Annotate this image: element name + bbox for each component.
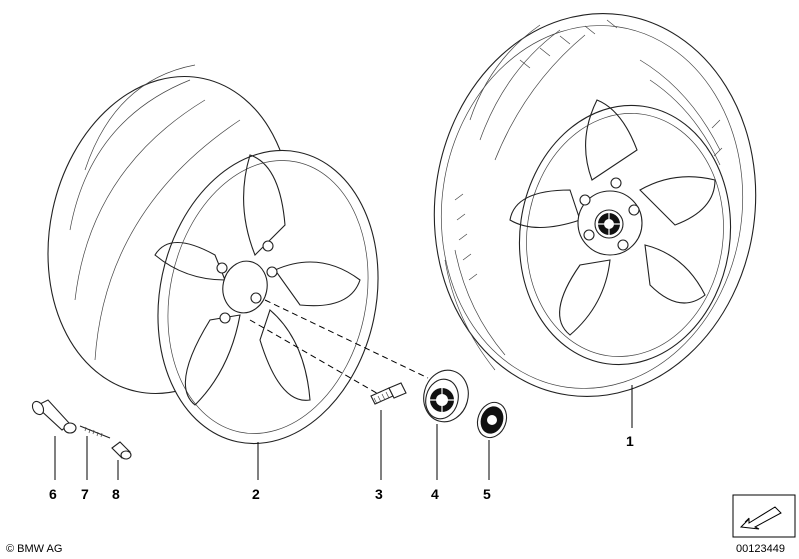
alloy-rim[interactable] bbox=[19, 54, 404, 465]
callout-6[interactable]: 6 bbox=[49, 486, 57, 502]
assembly-line-bolt bbox=[249, 319, 381, 396]
arrow-icon bbox=[744, 517, 750, 523]
callout-2[interactable]: 2 bbox=[252, 486, 260, 502]
hub-cap[interactable] bbox=[418, 365, 474, 427]
callout-1[interactable]: 1 bbox=[626, 433, 634, 449]
complete-wheel-assembly[interactable] bbox=[410, 0, 780, 417]
valve-insert[interactable] bbox=[79, 425, 111, 439]
callout-3[interactable]: 3 bbox=[375, 486, 383, 502]
callout-4[interactable]: 4 bbox=[431, 486, 439, 502]
bmw-emblem[interactable] bbox=[473, 398, 512, 441]
view-direction-box bbox=[732, 494, 796, 538]
callout-8[interactable]: 8 bbox=[112, 486, 120, 502]
tyre-valve[interactable] bbox=[30, 399, 77, 434]
callout-5[interactable]: 5 bbox=[483, 486, 491, 502]
copyright-text: © BMW AG bbox=[6, 543, 62, 555]
assembly-line-hubcap bbox=[264, 299, 429, 379]
diagram-number: 00123449 bbox=[736, 543, 785, 555]
wheel-bolt[interactable] bbox=[370, 382, 407, 405]
valve-cap[interactable] bbox=[111, 441, 132, 460]
callout-7[interactable]: 7 bbox=[81, 486, 89, 502]
